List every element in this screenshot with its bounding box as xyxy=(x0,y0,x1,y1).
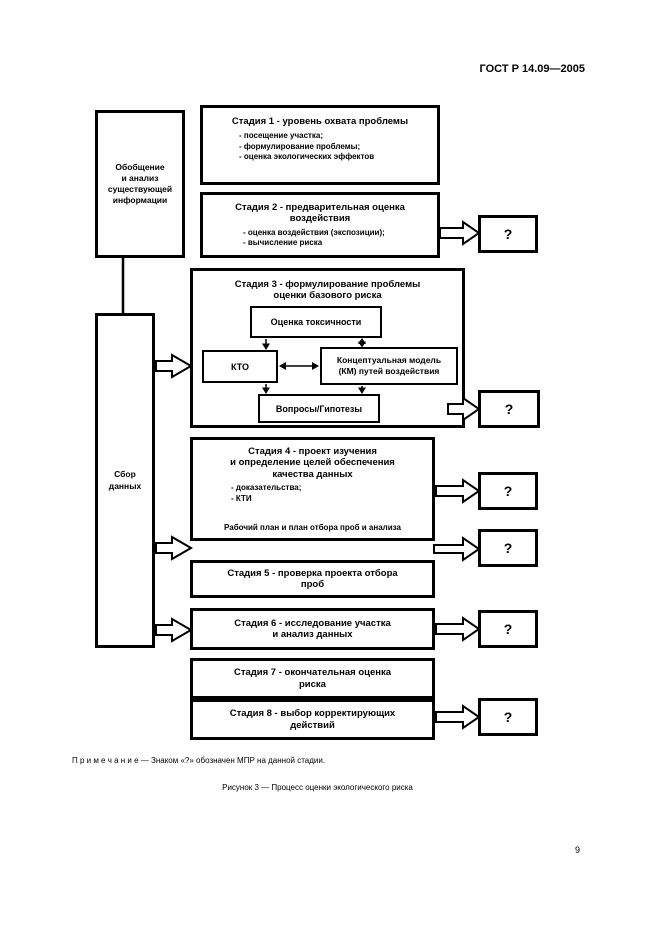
mpr-question-box-4: ? xyxy=(478,529,538,567)
hollow-arrow-right-icon-stage6-to-mpr xyxy=(435,616,481,642)
toxicity-assessment-label: Оценка токсичности xyxy=(270,317,362,327)
hollow-arrow-right-icon-workplan-to-mpr xyxy=(433,536,481,562)
stage1-bullet: - формулирование проблемы; xyxy=(239,141,361,151)
figure-caption: Рисунок 3 — Процесс оценки экологическог… xyxy=(222,783,413,792)
stage5-title: Стадия 5 - проверка проекта отбора проб xyxy=(227,567,398,590)
conceptual-model-box: Концептуальная модель (КМ) путей воздейс… xyxy=(320,347,458,385)
stage8-box: Стадия 8 - выбор корректирующих действий xyxy=(190,699,435,740)
stage1-box: Стадия 1 - уровень охвата проблемы - пос… xyxy=(200,105,440,185)
questions-hypotheses-box: Вопросы/Гипотезы xyxy=(258,394,380,423)
toxicity-assessment-box: Оценка токсичности xyxy=(250,306,382,338)
kto-label: КТО xyxy=(231,361,249,372)
summary-info-label: Обобщение и анализ существующей информац… xyxy=(107,161,173,206)
stage3-title: Стадия 3 - формулирование проблемы оценк… xyxy=(234,279,421,302)
page-number: 9 xyxy=(575,845,581,855)
figure-note: П р и м е ч а н и е — Знаком «?» обознач… xyxy=(72,756,326,765)
questions-hypotheses-label: Вопросы/Гипотезы xyxy=(275,403,363,414)
stage4-bullet: - КТИ xyxy=(231,493,252,503)
stage6-title: Стадия 6 - исследование участка и анализ… xyxy=(234,617,391,640)
mpr-question-box-2: ? xyxy=(478,390,540,428)
question-mark-label: ? xyxy=(503,483,513,499)
stage1-bullet: - оценка экологических эффектов xyxy=(239,152,375,162)
stage4-bullet: - доказательства; xyxy=(231,483,302,493)
question-mark-label: ? xyxy=(503,621,513,637)
stage4-title: Стадия 4 - проект изучения и определение… xyxy=(230,446,395,480)
data-collection-box: Сбор данных xyxy=(95,313,155,648)
data-collection-label: Сбор данных xyxy=(108,469,142,491)
doc-code: ГОСТ Р 14.09—2005 xyxy=(479,63,585,75)
mpr-question-box-1: ? xyxy=(478,215,538,253)
hollow-arrow-right-icon-collection-to-stage3 xyxy=(155,353,193,379)
mpr-question-box-6: ? xyxy=(478,698,538,736)
stage2-bullet: - оценка воздействия (экспозиции); xyxy=(243,227,385,237)
kto-box: КТО xyxy=(202,350,278,383)
stage1-bullet: - посещение участка; xyxy=(239,131,324,141)
question-mark-label: ? xyxy=(503,709,513,725)
stage2-bullet: - вычисление риска xyxy=(243,238,323,248)
hollow-arrow-right-icon-collection-to-stage6 xyxy=(155,617,193,643)
hollow-arrow-right-icon-stage8-to-mpr xyxy=(435,704,481,730)
mpr-question-box-5: ? xyxy=(478,610,538,648)
stage7-title: Стадия 7 - окончательная оценка риска xyxy=(233,667,392,690)
stage4-box: Стадия 4 - проект изучения и определение… xyxy=(190,437,435,541)
stage1-title: Стадия 1 - уровень охвата проблемы xyxy=(231,116,409,127)
summary-info-box: Обобщение и анализ существующей информац… xyxy=(95,110,185,258)
hollow-arrow-right-icon-stage2-to-mpr xyxy=(439,220,481,246)
stage6-box: Стадия 6 - исследование участка и анализ… xyxy=(190,608,435,650)
hollow-arrow-right-icon-stage4-to-mpr xyxy=(435,478,481,504)
stage2-box: Стадия 2 - предварительная оценка воздей… xyxy=(200,192,440,258)
stage5-box: Стадия 5 - проверка проекта отбора проб xyxy=(190,560,435,598)
stage8-title: Стадия 8 - выбор корректирующих действий xyxy=(229,708,396,731)
hollow-arrow-right-icon-collection-to-stage4 xyxy=(155,535,193,561)
stage4-workplan-label: Рабочий план и план отбора проб и анализ… xyxy=(224,523,401,532)
mpr-question-box-3: ? xyxy=(478,472,538,510)
conceptual-model-label: Концептуальная модель (КМ) путей воздейс… xyxy=(336,355,442,376)
stage7-box: Стадия 7 - окончательная оценка риска xyxy=(190,658,435,699)
stage2-title: Стадия 2 - предварительная оценка воздей… xyxy=(235,202,405,225)
question-mark-label: ? xyxy=(503,540,513,556)
question-mark-label: ? xyxy=(504,401,514,417)
question-mark-label: ? xyxy=(503,226,513,242)
